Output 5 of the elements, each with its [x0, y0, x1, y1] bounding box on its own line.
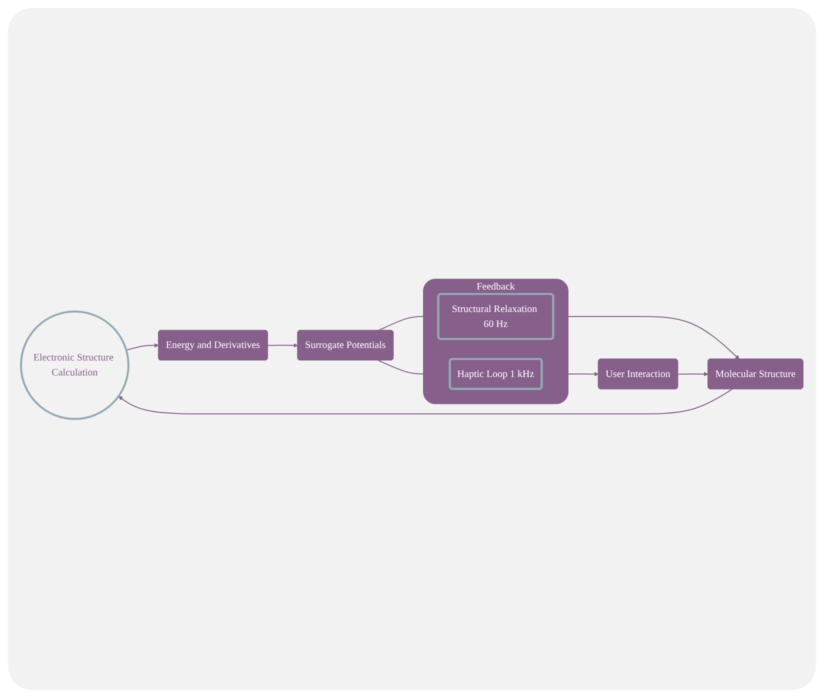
- arrow: [126, 343, 159, 351]
- arrow: [678, 372, 708, 376]
- arrow: [118, 388, 733, 414]
- arrow: [267, 343, 298, 348]
- node-circle: Electronic Structure Calculation: [20, 310, 130, 420]
